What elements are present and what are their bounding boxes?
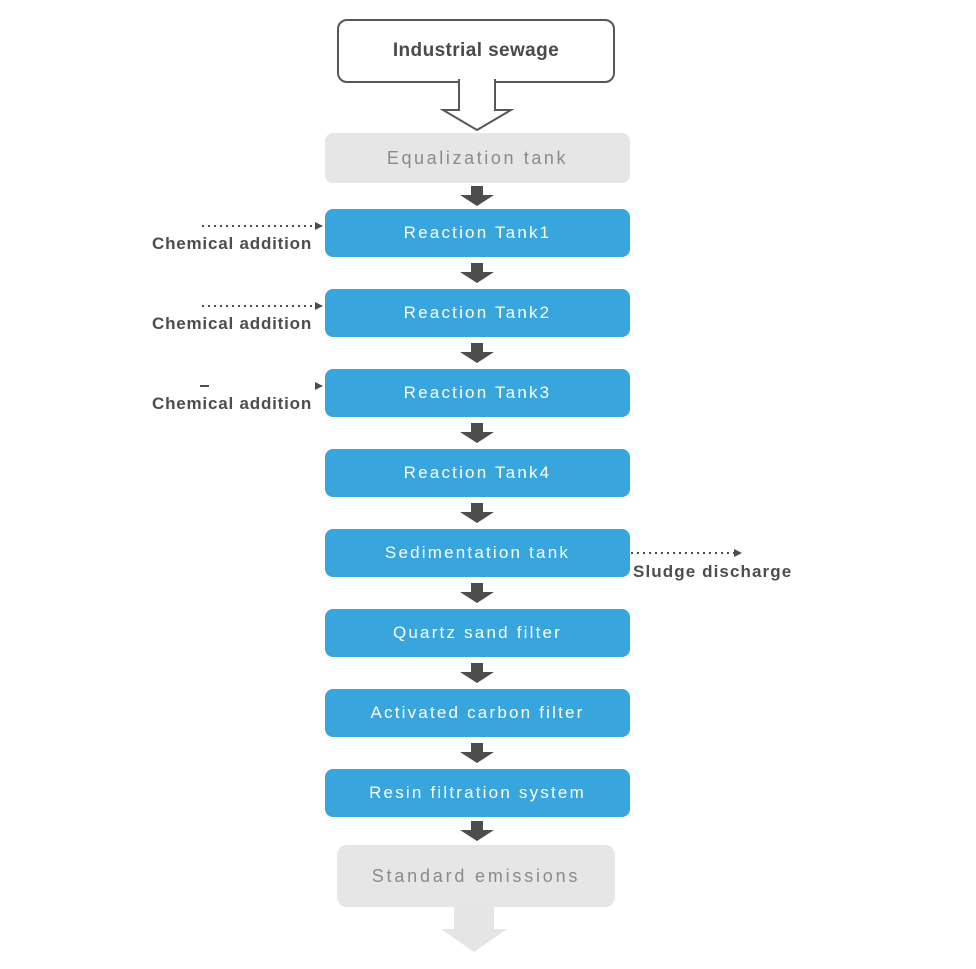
node-sedimentation-tank: Sedimentation tank xyxy=(325,529,630,577)
node-label: Reaction Tank2 xyxy=(403,303,552,322)
node-reaction-tank-1: Reaction Tank1 xyxy=(325,209,630,257)
down-arrow-icon xyxy=(460,186,494,206)
node-label: Quartz sand filter xyxy=(392,623,563,642)
down-arrow-icon xyxy=(460,743,494,763)
node-label: Equalization tank xyxy=(386,147,569,168)
node-label: Reaction Tank1 xyxy=(403,223,552,242)
dotted-connector-line xyxy=(631,552,735,554)
node-industrial-sewage: Industrial sewage xyxy=(337,19,615,83)
node-equalization-tank: Equalization tank xyxy=(325,133,630,183)
node-label: Resin filtration system xyxy=(369,783,586,802)
node-label: Reaction Tank3 xyxy=(403,383,552,402)
node-label: Sedimentation tank xyxy=(384,543,571,562)
node-label: Standard emissions xyxy=(371,865,581,886)
node-resin-filtration-system: Resin filtration system xyxy=(325,769,630,817)
annotation-chemical-addition-3: Chemical addition xyxy=(152,394,313,413)
down-arrow-icon xyxy=(460,503,494,523)
node-label: Industrial sewage xyxy=(392,40,560,61)
node-standard-emissions: Standard emissions xyxy=(337,845,615,907)
down-arrow-icon xyxy=(460,423,494,443)
dotted-connector-line xyxy=(202,305,316,307)
dotted-connector-line xyxy=(202,225,316,227)
down-arrow-icon xyxy=(460,583,494,603)
down-arrow-icon xyxy=(460,663,494,683)
annotation-chemical-addition-2: Chemical addition xyxy=(152,314,313,333)
light-down-arrow-icon xyxy=(441,906,507,952)
node-reaction-tank-2: Reaction Tank2 xyxy=(325,289,630,337)
down-arrow-icon xyxy=(460,821,494,841)
dotted-connector-line xyxy=(200,385,209,387)
right-arrowhead-icon xyxy=(315,382,323,390)
down-arrow-icon xyxy=(460,263,494,283)
node-reaction-tank-4: Reaction Tank4 xyxy=(325,449,630,497)
node-label: Activated carbon filter xyxy=(370,703,585,722)
node-reaction-tank-3: Reaction Tank3 xyxy=(325,369,630,417)
right-arrowhead-icon xyxy=(734,549,742,557)
right-arrowhead-icon xyxy=(315,222,323,230)
node-label: Reaction Tank4 xyxy=(403,463,552,482)
annotation-chemical-addition-1: Chemical addition xyxy=(152,234,313,253)
annotation-sludge-discharge: Sludge discharge xyxy=(633,562,793,581)
right-arrowhead-icon xyxy=(315,302,323,310)
node-activated-carbon-filter: Activated carbon filter xyxy=(325,689,630,737)
hollow-down-arrow-icon xyxy=(440,79,514,131)
node-quartz-sand-filter: Quartz sand filter xyxy=(325,609,630,657)
down-arrow-icon xyxy=(460,343,494,363)
